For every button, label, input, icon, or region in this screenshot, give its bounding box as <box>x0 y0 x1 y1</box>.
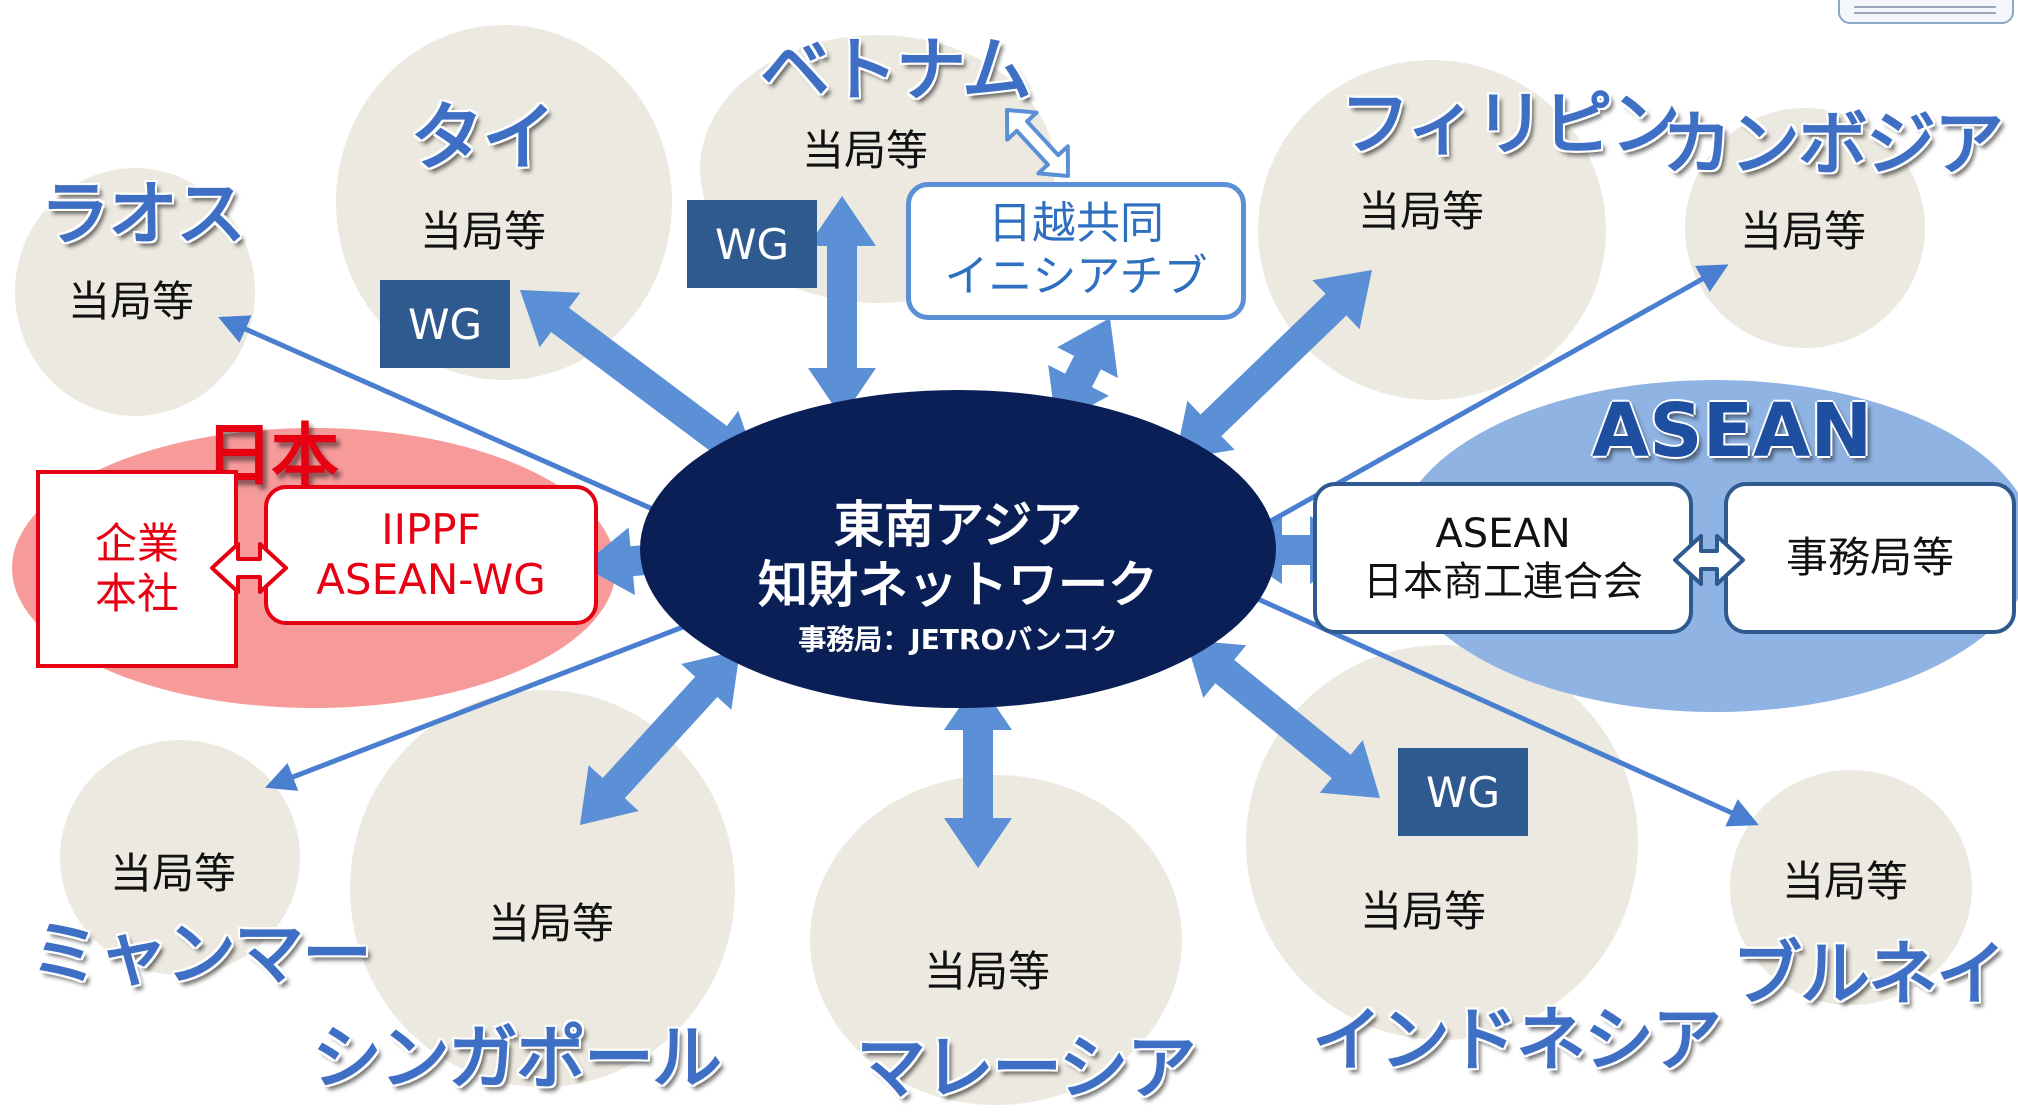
asean-jcci-line2: 日本商工連合会 <box>1363 559 1643 605</box>
asean-jcci-line1: ASEAN <box>1435 511 1571 557</box>
arrow-hub-myanmar <box>264 609 723 791</box>
bubble-cambodia <box>1685 108 1925 348</box>
wg-box-thai: WG <box>380 280 510 368</box>
bubble-laos <box>15 168 255 416</box>
country-indonesia: インドネシア <box>1312 999 1722 1081</box>
authority-philippines: 当局等 <box>1358 187 1485 236</box>
hq-line2: 本社 <box>94 569 179 618</box>
bubble-indonesia <box>1246 645 1638 1040</box>
arrow-indonesia-hub <box>1186 640 1380 798</box>
wg-box-vietnam: WG <box>687 200 817 288</box>
joint-initiative-line1: 日越共同 <box>988 198 1164 250</box>
hq-box: 企業 本社 <box>36 470 238 668</box>
arrow-hub-cambodia <box>1226 264 1729 548</box>
secretariat-label: 事務局等 <box>1785 532 1954 582</box>
country-thai: タイ <box>410 95 556 181</box>
country-laos: ラオス <box>40 173 246 255</box>
wg-box-indonesia: WG <box>1398 748 1528 836</box>
authority-malaysia: 当局等 <box>924 947 1051 996</box>
authority-vietnam: 当局等 <box>802 126 929 175</box>
arrow-hub-laos <box>218 315 702 533</box>
arrow-hq-iippf <box>210 542 288 594</box>
joint-initiative-line2: イニシアチブ <box>944 251 1208 302</box>
arrow-philippines-hub <box>1175 270 1372 460</box>
asean-title: ASEAN <box>1592 388 1873 474</box>
country-philippines: フィリピン <box>1340 83 1681 165</box>
hq-line1: 企業 <box>94 518 179 568</box>
bubble-singapore <box>350 690 735 1087</box>
bubble-brunei <box>1730 770 1972 1005</box>
authority-singapore: 当局等 <box>488 899 615 948</box>
hub-title-line2: 知財ネットワーク <box>758 556 1158 614</box>
arrow-thai-hub <box>520 290 758 468</box>
authority-laos: 当局等 <box>68 277 195 326</box>
arrow-initiative-hub <box>1048 318 1118 425</box>
iippf-line1: IIPPF <box>381 504 481 554</box>
arrow-singapore-hub <box>580 650 740 825</box>
country-myanmar: ミャンマー <box>30 913 372 995</box>
country-brunei: ブルネイ <box>1732 933 2006 1015</box>
authority-myanmar: 当局等 <box>110 849 237 898</box>
country-cambodia: カンボジア <box>1662 103 2004 185</box>
arrow-vietnam-initiative <box>1005 108 1070 178</box>
network-diagram: 東南アジア 知財ネットワーク 事務局：JETROバンコク ラオス タイ ベトナム… <box>12 0 2018 1109</box>
country-singapore: シンガポール <box>312 1017 722 1099</box>
asean-jcci-box: ASEAN 日本商工連合会 <box>1313 482 1693 634</box>
authority-brunei: 当局等 <box>1782 857 1909 906</box>
iippf-line2: ASEAN-WG <box>316 555 546 604</box>
local-links <box>210 108 1745 594</box>
arrow-jcci-secretariat <box>1673 534 1745 586</box>
country-vietnam: ベトナム <box>760 29 1032 111</box>
authority-cambodia: 当局等 <box>1740 207 1867 256</box>
hub-network: 東南アジア 知財ネットワーク 事務局：JETROバンコク <box>640 390 1276 708</box>
organization-logo <box>1838 0 2014 24</box>
hub-secretariat: 事務局：JETROバンコク <box>798 623 1118 656</box>
joint-initiative-box: 日越共同 イニシアチブ <box>906 182 1246 320</box>
iippf-box: IIPPF ASEAN-WG <box>264 485 598 625</box>
arrow-malaysia-hub <box>944 680 1012 868</box>
authority-indonesia: 当局等 <box>1360 887 1487 936</box>
arrow-vietnam-hub <box>808 196 876 418</box>
authority-thai: 当局等 <box>420 207 547 256</box>
secretariat-box: 事務局等 <box>1724 482 2016 634</box>
bubble-myanmar <box>60 740 300 975</box>
hub-title-line1: 東南アジア <box>834 496 1082 554</box>
